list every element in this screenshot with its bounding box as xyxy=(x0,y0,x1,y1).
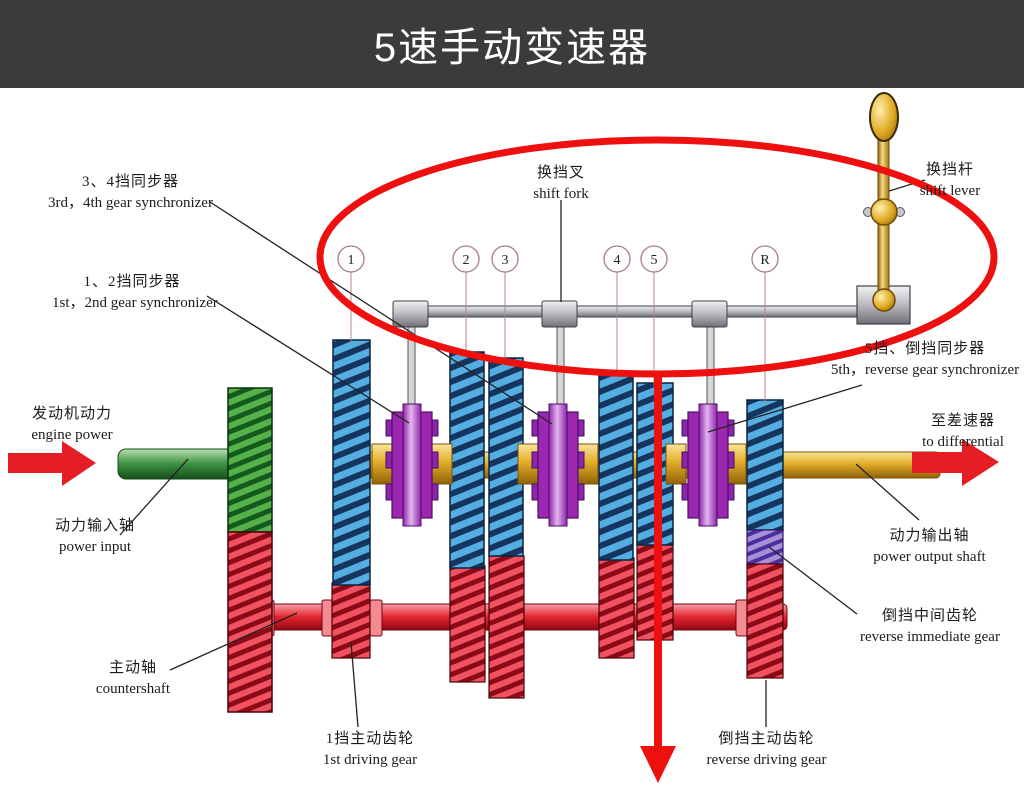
gear-3 xyxy=(488,357,524,557)
reverse-immediate-gear xyxy=(746,529,784,565)
page-title: 5速手动变速器 xyxy=(373,26,651,70)
leader-lines xyxy=(119,179,926,728)
reverse-driving-gear xyxy=(746,563,784,679)
gear-circle-3 xyxy=(491,245,519,273)
label-shift-lever: 换挡杆 shift lever xyxy=(919,162,981,199)
gear-circle-4 xyxy=(603,245,631,273)
label-synchro-5-reverse: 5挡、倒挡同步器 5th，reverse gear synchronizer xyxy=(830,341,1020,378)
gear-circle-4-label: 4 xyxy=(614,253,621,268)
synchronizer-5-reverse xyxy=(681,403,735,527)
gear-circle-1 xyxy=(337,245,365,273)
gear-circle-2-label: 2 xyxy=(463,253,470,268)
gear-circle-3-label: 3 xyxy=(502,253,509,268)
label-reverse-immediate-gear: 倒挡中间齿轮 reverse immediate gear xyxy=(860,608,1000,645)
gear-4 xyxy=(598,372,634,561)
engine-power-arrow xyxy=(8,441,96,486)
shift-fork-sliders xyxy=(392,300,728,328)
label-reverse-driving-gear: 倒挡主动齿轮 reverse driving gear xyxy=(706,731,827,768)
gear-1 xyxy=(332,339,371,586)
circle-leader-lines xyxy=(350,272,766,403)
label-to-differential: 至差速器 to differential xyxy=(922,413,1004,450)
label-power-output-shaft: 动力输出轴 power output shaft xyxy=(873,528,986,565)
to-differential-arrow xyxy=(912,439,999,486)
gear-circle-5 xyxy=(640,245,668,273)
shift-lever xyxy=(856,92,911,325)
shift-lever-base-ball xyxy=(872,288,896,312)
gear-2 xyxy=(449,351,485,569)
input-gear xyxy=(227,387,273,533)
gear-circle-r xyxy=(751,245,779,273)
shift-rod-3 xyxy=(706,326,715,408)
gear-circle-5-label: 5 xyxy=(651,253,658,268)
gear-circle-r-label: R xyxy=(760,253,770,268)
label-power-input: 动力输入轴 power input xyxy=(54,518,135,555)
gear-reverse xyxy=(746,399,784,531)
label-countershaft: 主动轴 countershaft xyxy=(95,660,171,697)
label-engine-power: 发动机动力 engine power xyxy=(31,406,113,443)
countershaft-driven-gear xyxy=(227,531,273,713)
label-1st-driving-gear: 1挡主动齿轮 1st driving gear xyxy=(322,731,418,768)
shift-lever-knob xyxy=(869,92,899,142)
gear-position-circles: 1 2 3 4 5 R xyxy=(337,245,779,273)
synchronizer-3-4 xyxy=(531,403,585,527)
shift-lever-pivot-ball xyxy=(870,198,898,226)
diagram-canvas: 1 2 3 4 5 R xyxy=(8,92,999,783)
down-arrow-annotation xyxy=(640,374,676,783)
label-shift-fork: 换挡叉 shift fork xyxy=(533,165,589,202)
input-shaft xyxy=(117,448,241,480)
synchronizer-1-2 xyxy=(385,403,439,527)
label-synchro-3-4: 3、4挡同步器 3rd，4th gear synchronizer xyxy=(48,174,213,211)
title-bar: 5速手动变速器 xyxy=(0,0,1024,88)
label-synchro-1-2: 1、2挡同步器 1st，2nd gear synchronizer xyxy=(52,274,218,311)
gear-circle-2 xyxy=(452,245,480,273)
gear-circle-1-label: 1 xyxy=(348,253,355,268)
